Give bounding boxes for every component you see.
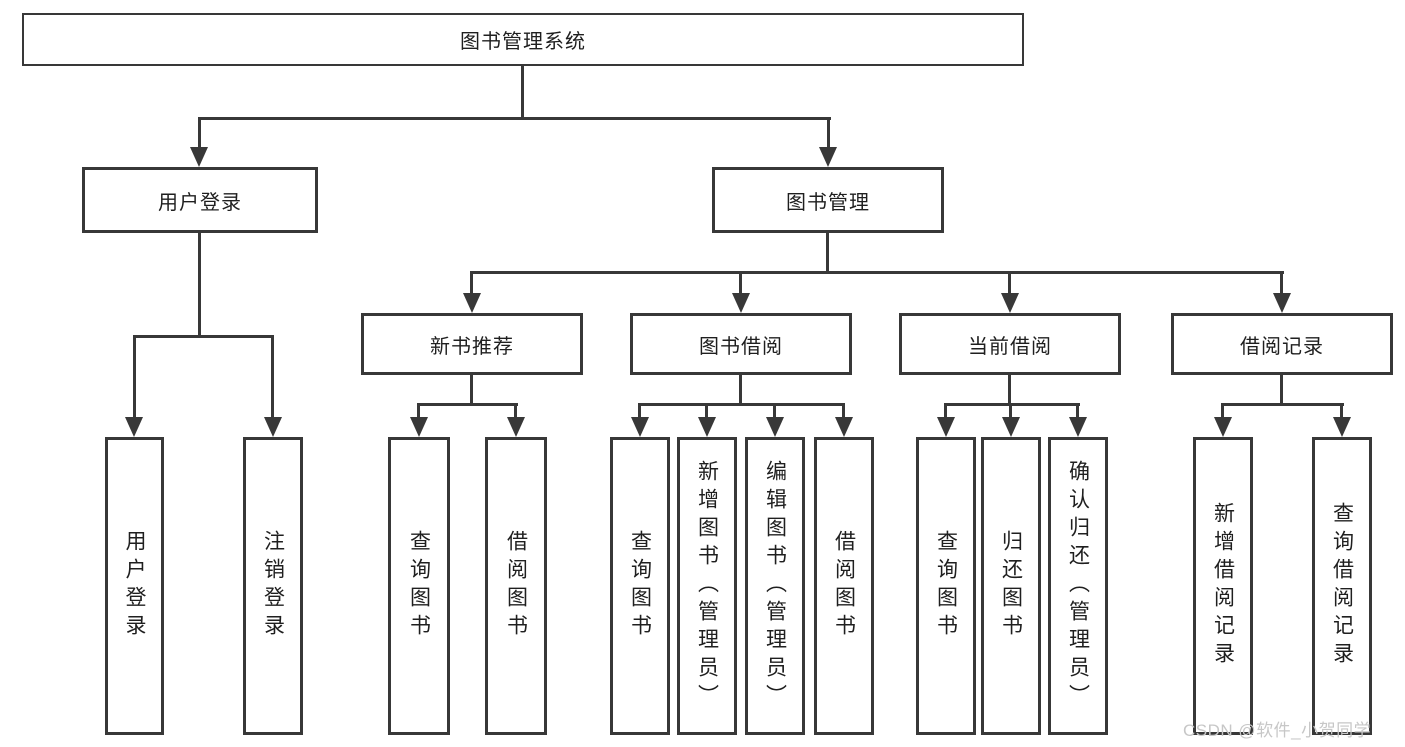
leaf-logout: 注销登录 — [243, 437, 303, 735]
leaf-label: 查询图书 — [407, 530, 431, 642]
watermark: CSDN @软件_小贺同学 — [1183, 721, 1372, 740]
arrow-down-icon — [1069, 417, 1087, 437]
connector-line — [521, 66, 524, 119]
leaf-borrow-edit-books-admin: 编辑图书（管理员） — [745, 437, 805, 735]
connector-line — [133, 335, 136, 419]
leaf-label: 借阅图书 — [832, 530, 856, 642]
leaf-borrow-borrow-books: 借阅图书 — [814, 437, 874, 735]
leaf-label: 查询图书 — [934, 530, 958, 642]
arrow-down-icon — [410, 417, 428, 437]
arrow-down-icon — [732, 293, 750, 313]
arrow-down-icon — [125, 417, 143, 437]
arrow-down-icon — [1001, 293, 1019, 313]
arrow-down-icon — [766, 417, 784, 437]
node-library-system: 图书管理系统 — [22, 13, 1024, 66]
leaf-label: 用户登录 — [123, 530, 146, 642]
leaf-label: 归还图书 — [999, 530, 1023, 642]
leaf-recommend-query-books: 查询图书 — [388, 437, 450, 735]
connector-line — [638, 403, 641, 419]
arrow-down-icon — [507, 417, 525, 437]
connector-line — [470, 375, 473, 405]
connector-line — [827, 117, 830, 151]
node-label: 图书借阅 — [699, 335, 783, 358]
connector-line — [944, 403, 1080, 406]
leaf-label: 确认归还（管理员） — [1066, 460, 1090, 712]
leaf-label: 查询图书 — [628, 530, 652, 642]
arrow-down-icon — [1002, 417, 1020, 437]
connector-line — [739, 375, 742, 405]
leaf-current-confirm-return-admin: 确认归还（管理员） — [1048, 437, 1108, 735]
leaf-label: 新增借阅记录 — [1211, 502, 1235, 670]
arrow-down-icon — [698, 417, 716, 437]
connector-line — [470, 271, 1284, 274]
arrow-down-icon — [1214, 417, 1232, 437]
node-user-login: 用户登录 — [82, 167, 318, 233]
connector-line — [514, 403, 517, 419]
arrow-down-icon — [937, 417, 955, 437]
connector-line — [1076, 403, 1079, 419]
connector-line — [773, 403, 776, 419]
leaf-borrow-query-books: 查询图书 — [610, 437, 670, 735]
leaf-current-query-books: 查询图书 — [916, 437, 976, 735]
node-new-book-recommend: 新书推荐 — [361, 313, 583, 375]
connector-line — [198, 117, 201, 151]
connector-line — [842, 403, 845, 419]
leaf-label: 查询借阅记录 — [1330, 502, 1354, 670]
leaf-recommend-borrow-books: 借阅图书 — [485, 437, 547, 735]
connector-line — [417, 403, 420, 419]
connector-line — [1221, 403, 1224, 419]
arrow-down-icon — [264, 417, 282, 437]
arrow-down-icon — [835, 417, 853, 437]
connector-line — [198, 117, 831, 120]
connector-line — [1280, 271, 1283, 295]
connector-line — [1009, 403, 1012, 419]
leaf-borrow-add-books-admin: 新增图书（管理员） — [677, 437, 737, 735]
leaf-label: 新增图书（管理员） — [695, 460, 719, 712]
connector-line — [944, 403, 947, 419]
leaf-label: 注销登录 — [261, 530, 285, 642]
leaf-label: 编辑图书（管理员） — [763, 460, 787, 712]
arrow-down-icon — [819, 147, 837, 167]
node-label: 图书管理系统 — [460, 31, 586, 53]
leaf-user-login: 用户登录 — [105, 437, 164, 735]
connector-line — [1340, 403, 1343, 419]
node-label: 新书推荐 — [430, 335, 514, 358]
node-label: 图书管理 — [786, 191, 870, 214]
node-book-borrow: 图书借阅 — [630, 313, 852, 375]
connector-line — [638, 403, 845, 406]
connector-line — [739, 271, 742, 295]
connector-line — [1221, 403, 1344, 406]
arrow-down-icon — [631, 417, 649, 437]
connector-line — [198, 233, 201, 337]
arrow-down-icon — [463, 293, 481, 313]
leaf-label: 借阅图书 — [504, 530, 528, 642]
node-label: 借阅记录 — [1240, 335, 1324, 358]
arrow-down-icon — [1333, 417, 1351, 437]
connector-line — [705, 403, 708, 419]
connector-line — [417, 403, 518, 406]
leaf-current-return-books: 归还图书 — [981, 437, 1041, 735]
connector-line — [133, 335, 274, 338]
node-borrow-records: 借阅记录 — [1171, 313, 1393, 375]
arrow-down-icon — [1273, 293, 1291, 313]
leaf-records-query-record: 查询借阅记录 — [1312, 437, 1372, 735]
node-book-management: 图书管理 — [712, 167, 944, 233]
node-label: 用户登录 — [158, 191, 242, 214]
arrow-down-icon — [190, 147, 208, 167]
connector-line — [470, 271, 473, 295]
node-label: 当前借阅 — [968, 335, 1052, 358]
node-current-borrow: 当前借阅 — [899, 313, 1121, 375]
connector-line — [826, 233, 829, 273]
leaf-records-add-record: 新增借阅记录 — [1193, 437, 1253, 735]
connector-line — [1280, 375, 1283, 405]
connector-line — [1008, 271, 1011, 295]
connector-line — [271, 335, 274, 419]
connector-line — [1008, 375, 1011, 405]
